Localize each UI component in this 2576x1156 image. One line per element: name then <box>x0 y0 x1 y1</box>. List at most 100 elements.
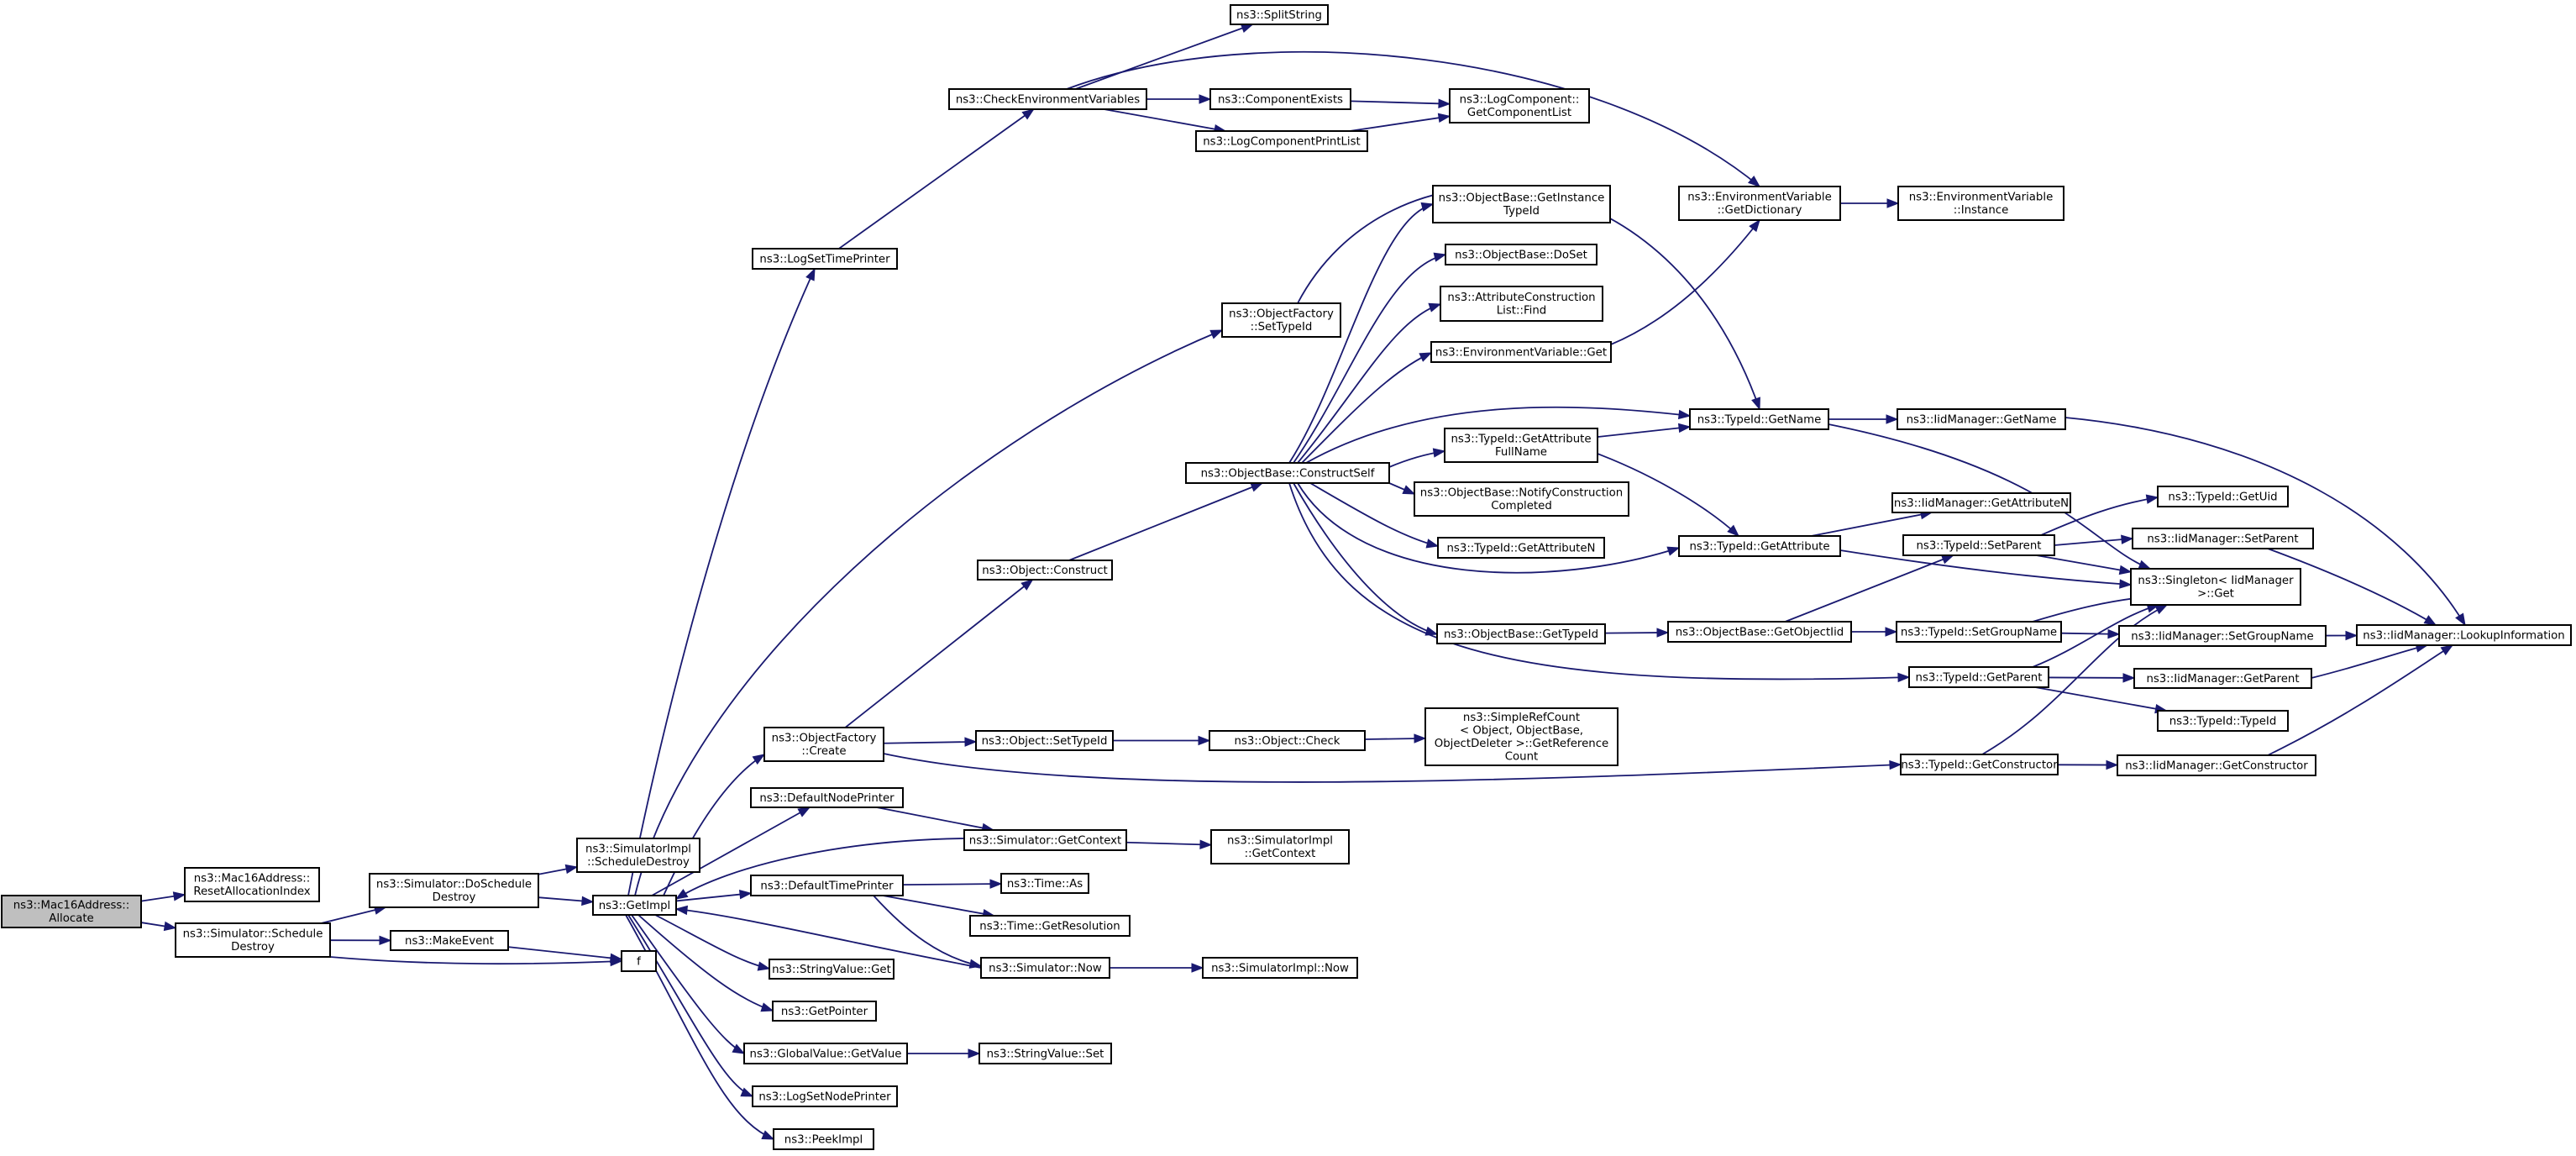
node-simImplGetContext[interactable]: ns3::SimulatorImpl::GetContext <box>1210 829 1350 864</box>
node-envVarInstance[interactable]: ns3::EnvironmentVariable::Instance <box>1897 186 2064 221</box>
node-box[interactable] <box>1221 302 1341 338</box>
node-simGetContext[interactable]: ns3::Simulator::GetContext <box>963 829 1127 851</box>
node-objectCheck[interactable]: ns3::Object::Check <box>1209 730 1366 751</box>
node-box[interactable] <box>1230 4 1329 25</box>
node-typeIdSetGroupName[interactable]: ns3::TypeId::SetGroupName <box>1896 621 2062 643</box>
node-box[interactable] <box>2130 568 2301 606</box>
node-box[interactable] <box>621 950 657 972</box>
node-objectSetTypeId[interactable]: ns3::Object::SetTypeId <box>975 730 1114 751</box>
node-iidGetParent[interactable]: ns3::IidManager::GetParent <box>2133 668 2312 689</box>
node-box[interactable] <box>750 875 904 896</box>
node-f[interactable]: f <box>621 950 657 972</box>
node-iidGetConstructor[interactable]: ns3::IidManager::GetConstructor <box>2117 754 2316 776</box>
node-box[interactable] <box>369 873 539 908</box>
node-box[interactable] <box>2117 754 2316 776</box>
node-box[interactable] <box>1000 873 1089 894</box>
node-typeIdGetName[interactable]: ns3::TypeId::GetName <box>1689 408 1829 430</box>
node-schedDestroy[interactable]: ns3::Simulator::ScheduleDestroy <box>175 922 331 958</box>
node-box[interactable] <box>963 829 1127 851</box>
node-box[interactable] <box>1195 130 1368 152</box>
node-box[interactable] <box>1209 88 1351 110</box>
node-box[interactable] <box>1444 428 1598 463</box>
node-box[interactable] <box>1678 535 1841 557</box>
node-box[interactable] <box>773 1128 874 1150</box>
node-box[interactable] <box>1437 537 1605 559</box>
node-typeIdGetUid[interactable]: ns3::TypeId::GetUid <box>2157 486 2289 507</box>
node-box[interactable] <box>1414 481 1629 517</box>
node-globalValueGetValue[interactable]: ns3::GlobalValue::GetValue <box>743 1043 908 1064</box>
node-box[interactable] <box>1908 666 2049 688</box>
node-box[interactable] <box>1209 730 1366 751</box>
node-box[interactable] <box>184 867 320 902</box>
node-timeGetResolution[interactable]: ns3::Time::GetResolution <box>969 915 1131 937</box>
node-box[interactable] <box>1210 829 1350 864</box>
node-timeAs[interactable]: ns3::Time::As <box>1000 873 1089 894</box>
node-ofCreate[interactable]: ns3::ObjectFactory::Create <box>763 727 884 762</box>
node-box[interactable] <box>1896 621 2062 643</box>
node-box[interactable] <box>2132 528 2314 549</box>
node-objBaseConstructSelf[interactable]: ns3::ObjectBase::ConstructSelf <box>1185 462 1390 484</box>
node-box[interactable] <box>1 895 142 928</box>
node-box[interactable] <box>1667 621 1852 643</box>
node-box[interactable] <box>752 1085 898 1107</box>
node-box[interactable] <box>977 560 1113 581</box>
node-logComponentPrintList[interactable]: ns3::LogComponentPrintList <box>1195 130 1368 152</box>
node-box[interactable] <box>2356 624 2572 646</box>
node-box[interactable] <box>2157 710 2289 732</box>
node-box[interactable] <box>2118 625 2327 647</box>
node-box[interactable] <box>743 1043 908 1064</box>
node-box[interactable] <box>763 727 884 762</box>
node-box[interactable] <box>1440 286 1603 322</box>
node-objBaseGetObjectIid[interactable]: ns3::ObjectBase::GetObjectIid <box>1667 621 1852 643</box>
node-reset[interactable]: ns3::Mac16Address::ResetAllocationIndex <box>184 867 320 902</box>
node-box[interactable] <box>1202 957 1358 979</box>
node-simImplNow[interactable]: ns3::SimulatorImpl::Now <box>1202 957 1358 979</box>
node-makeEvent[interactable]: ns3::MakeEvent <box>390 930 509 951</box>
node-singletonGet[interactable]: ns3::Singleton< IidManager>::Get <box>2130 568 2301 606</box>
node-box[interactable] <box>1445 244 1598 265</box>
node-box[interactable] <box>1891 492 2071 513</box>
node-iidLookupInfo[interactable]: ns3::IidManager::LookupInformation <box>2356 624 2572 646</box>
node-box[interactable] <box>1430 341 1612 363</box>
node-box[interactable] <box>1449 88 1590 123</box>
node-box[interactable] <box>772 1001 877 1022</box>
node-defaultTimePrinter[interactable]: ns3::DefaultTimePrinter <box>750 875 904 896</box>
node-box[interactable] <box>576 838 700 873</box>
node-logCompGetList[interactable]: ns3::LogComponent::GetComponentList <box>1449 88 1590 123</box>
node-iidGetAttributeN[interactable]: ns3::IidManager::GetAttributeN <box>1891 492 2071 513</box>
node-iidSetParent[interactable]: ns3::IidManager::SetParent <box>2132 528 2314 549</box>
node-box[interactable] <box>390 930 509 951</box>
node-box[interactable] <box>980 957 1110 979</box>
node-logSetTimePrinter[interactable]: ns3::LogSetTimePrinter <box>752 248 898 270</box>
node-checkEnvVars[interactable]: ns3::CheckEnvironmentVariables <box>948 88 1147 110</box>
node-box[interactable] <box>969 915 1131 937</box>
node-box[interactable] <box>1897 186 2064 221</box>
node-typeIdGetConstructor[interactable]: ns3::TypeId::GetConstructor <box>1900 754 2059 775</box>
node-getPointer[interactable]: ns3::GetPointer <box>772 1001 877 1022</box>
node-stringValueSet[interactable]: ns3::StringValue::Set <box>978 1043 1112 1064</box>
node-componentExists[interactable]: ns3::ComponentExists <box>1209 88 1351 110</box>
node-defaultNodePrinter[interactable]: ns3::DefaultNodePrinter <box>750 787 904 808</box>
node-box[interactable] <box>948 88 1147 110</box>
node-box[interactable] <box>750 787 904 808</box>
node-box[interactable] <box>752 248 898 270</box>
node-logSetNodePrinter[interactable]: ns3::LogSetNodePrinter <box>752 1085 898 1107</box>
node-stringValueGet[interactable]: ns3::StringValue::Get <box>769 959 895 980</box>
node-simImplSchedDestroy[interactable]: ns3::SimulatorImpl::ScheduleDestroy <box>576 838 700 873</box>
node-box[interactable] <box>1897 408 2066 430</box>
node-typeIdSetParent[interactable]: ns3::TypeId::SetParent <box>1902 534 2055 556</box>
node-envVarGetDict[interactable]: ns3::EnvironmentVariable::GetDictionary <box>1678 186 1841 221</box>
node-box[interactable] <box>1678 186 1841 221</box>
node-splitString[interactable]: ns3::SplitString <box>1230 4 1329 25</box>
node-typeIdGetAttribute[interactable]: ns3::TypeId::GetAttribute <box>1678 535 1841 557</box>
node-alloc[interactable]: ns3::Mac16Address::Allocate <box>1 895 142 928</box>
node-box[interactable] <box>175 922 331 958</box>
node-box[interactable] <box>769 959 895 980</box>
node-iidGetName[interactable]: ns3::IidManager::GetName <box>1897 408 2066 430</box>
node-box[interactable] <box>1185 462 1390 484</box>
node-peekImpl[interactable]: ns3::PeekImpl <box>773 1128 874 1150</box>
node-box[interactable] <box>2133 668 2312 689</box>
